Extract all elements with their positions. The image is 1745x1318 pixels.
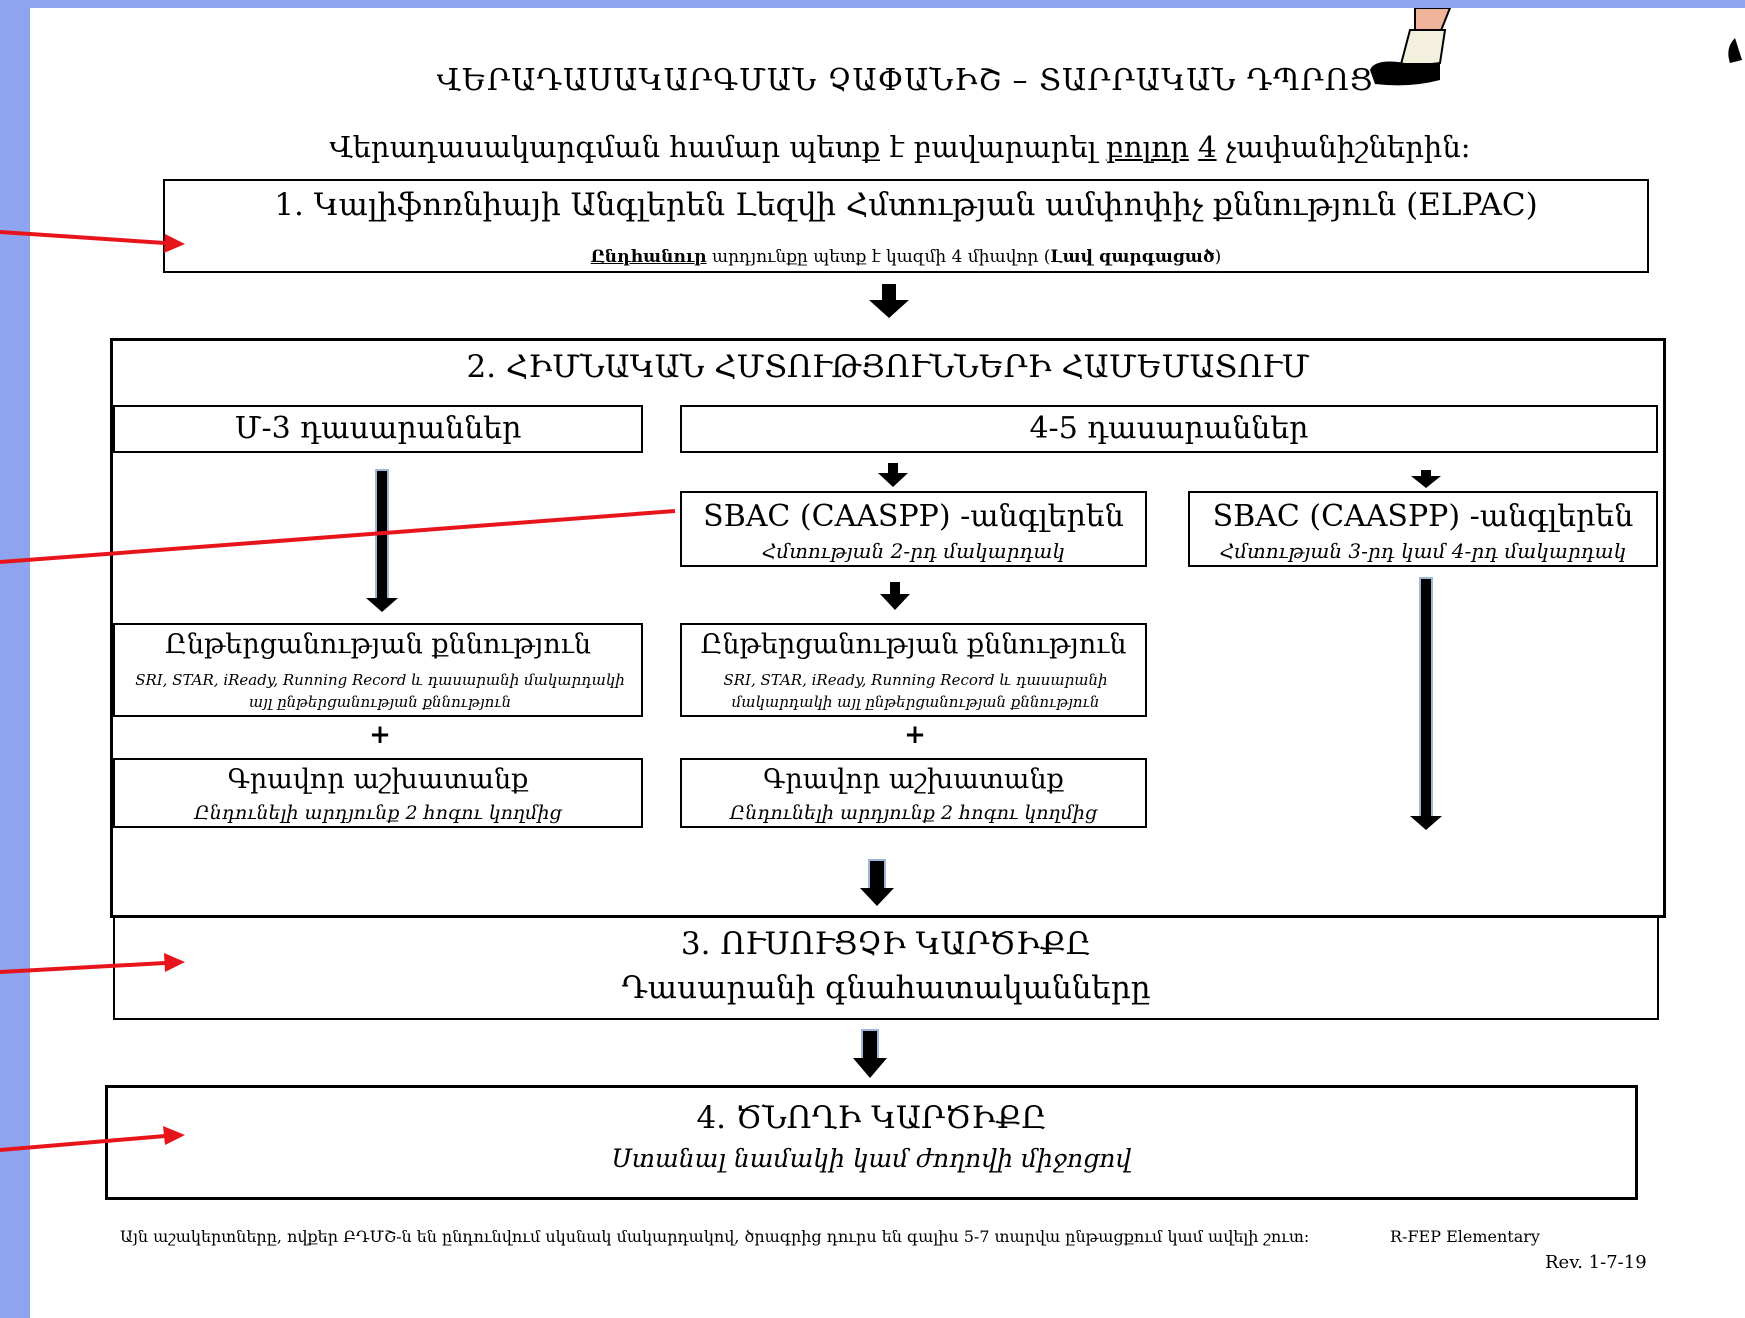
arrow-down-long-icon: [1410, 577, 1442, 830]
sbac-level2-title: SBAC (CAASPP) -անգլերեն: [703, 499, 1124, 534]
reading-test-left-box: Ընթերցանության քննություն SRI, STAR, iRe…: [113, 623, 643, 717]
step3-title: 3. ՈՒՍՈՒՑՉԻ ԿԱՐԾԻՔԸ: [680, 926, 1092, 962]
cartoon-foot-illustration: [1370, 8, 1742, 86]
pointer-arrow-icon: [0, 230, 185, 253]
footer-form-code: R-FEP Elementary: [1390, 1227, 1540, 1246]
reading-test-left-subtitle: SRI, STAR, iReady, Running Record և դասա…: [135, 671, 625, 711]
subtitle-end: չափանիշներին:: [1216, 130, 1471, 164]
document-page: ՎԵՐԱԴԱՍԱԿԱՐԳՄԱՆ ՉԱՓԱՆԻՇ – ՏԱՐՐԱԿԱՆ ԴՊՐՈՑ…: [30, 8, 1745, 1318]
step1-note-overall: Ընդհանուր: [590, 247, 707, 267]
subtitle-text: Վերադասակարգման համար պետք է բավարարել: [329, 130, 1106, 164]
pointer-arrow-icon: [0, 509, 676, 564]
arrow-down-icon: [869, 284, 909, 318]
step1-note-level: Լավ զարգացած: [1050, 247, 1215, 267]
step1-elpac-box: 1. Կալիֆոռնիայի Անգլերեն Լեզվի Հմտության…: [163, 179, 1649, 273]
step3-teacher-opinion-box: 3. ՈՒՍՈՒՑՉԻ ԿԱՐԾԻՔԸ Դասարանի գնահատականն…: [113, 916, 1659, 1020]
step1-note-text: արդյունքը պետք է կազմի 4 միավոր (: [706, 247, 1051, 267]
document-subtitle: Վերադասակարգման համար պետք է բավարարել բ…: [260, 130, 1540, 164]
arrow-down-icon: [1411, 470, 1441, 488]
writing-sample-left-title: Գրավոր աշխատանք: [227, 764, 529, 795]
step1-note: Ընդհանուր արդյունքը պետք է կազմի 4 միավո…: [165, 247, 1647, 267]
sbac-level3-4-subtitle: Հմտության 3-րդ կամ 4-րդ մակարդակ: [1219, 539, 1627, 563]
sbac-level2-subtitle: Հմտության 2-րդ մակարդակ: [762, 539, 1065, 563]
document-title: ՎԵՐԱԴԱՍԱԿԱՐԳՄԱՆ ՉԱՓԱՆԻՇ – ՏԱՐՐԱԿԱՆ ԴՊՐՈՑ: [436, 63, 1374, 98]
reading-test-right-title: Ընթերցանության քննություն: [700, 629, 1127, 660]
step1-note-end: ): [1214, 247, 1222, 267]
footer-note: Այն աշակերտները, ովքեր ԲԴՄՇ-ն են ընդունվ…: [120, 1227, 1310, 1246]
pointer-arrow-icon: [0, 953, 185, 974]
step4-subtitle: Ստանալ նամակի կամ ժողովի միջոցով: [611, 1144, 1132, 1173]
writing-sample-right-title: Գրավոր աշխատանք: [763, 764, 1064, 795]
reading-test-right-subtitle: SRI, STAR, iReady, Running Record և դասա…: [723, 671, 1108, 711]
subtitle-underlined-all: բոլոր: [1105, 130, 1189, 164]
arrow-down-icon: [860, 859, 894, 906]
sbac-level2-box: SBAC (CAASPP) -անգլերեն Հմտության 2-րդ մ…: [680, 491, 1147, 567]
reading-test-left-title: Ընթերցանության քննություն: [164, 629, 591, 660]
step3-subtitle: Դասարանի գնահատականները: [621, 970, 1151, 1006]
writing-sample-left-box: Գրավոր աշխատանք Ընդունելի արդյունք 2 հոգ…: [113, 758, 643, 828]
sbac-level3-4-title: SBAC (CAASPP) -անգլերեն: [1212, 499, 1634, 534]
grades-4-5-header: 4-5 դասարաններ: [680, 405, 1658, 453]
arrow-down-icon: [880, 582, 910, 610]
writing-sample-left-subtitle: Ընդունելի արդյունք 2 հոգու կողմից: [194, 802, 562, 824]
plus-sign-left: +: [369, 720, 391, 750]
reading-test-right-box: Ընթերցանության քննություն SRI, STAR, iRe…: [680, 623, 1147, 717]
arrow-down-icon: [853, 1029, 887, 1078]
step4-title: 4. ԾՆՈՂԻ ԿԱՐԾԻՔԸ: [696, 1100, 1047, 1136]
grades-k3-header: Մ-3 դասարաններ: [113, 405, 643, 453]
subtitle-underlined-four: 4: [1198, 130, 1217, 164]
step1-title: 1. Կալիֆոռնիայի Անգլերեն Լեզվի Հմտության…: [274, 187, 1538, 223]
plus-sign-right: +: [904, 720, 926, 750]
sbac-level3-4-box: SBAC (CAASPP) -անգլերեն Հմտության 3-րդ կ…: [1188, 491, 1658, 567]
writing-sample-right-box: Գրավոր աշխատանք Ընդունելի արդյունք 2 հոգ…: [680, 758, 1147, 828]
arrow-down-icon: [878, 463, 908, 487]
pointer-arrow-icon: [0, 1126, 185, 1152]
step4-parent-opinion-box: 4. ԾՆՈՂԻ ԿԱՐԾԻՔԸ Ստանալ նամակի կամ ժողով…: [105, 1085, 1638, 1200]
writing-sample-right-subtitle: Ընդունելի արդյունք 2 հոգու կողմից: [729, 802, 1098, 824]
step2-title: 2. ՀԻՄՆԱԿԱՆ ՀՄՏՈՒԹՅՈՒՆՆԵՐԻ ՀԱՄԵՄԱՏՈՒՄ: [466, 349, 1310, 385]
footer-revision: Rev. 1-7-19: [1545, 1252, 1647, 1273]
